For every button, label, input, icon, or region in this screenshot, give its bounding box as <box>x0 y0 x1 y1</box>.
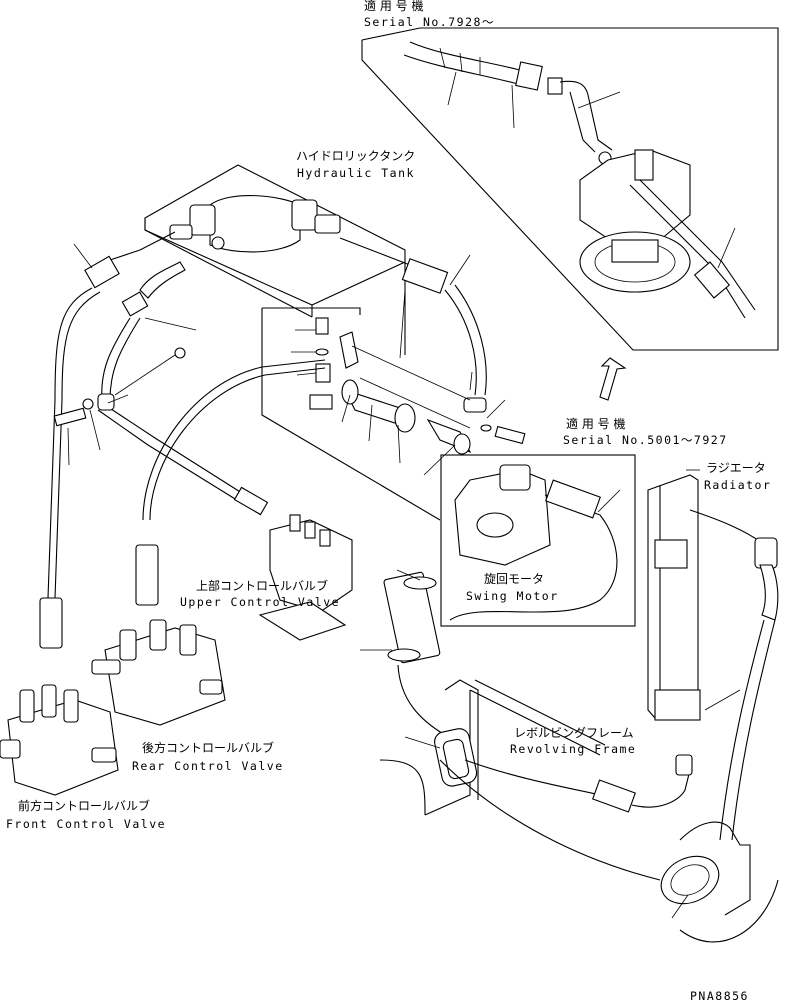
upper-cv-label-jp: 上部コントロールバルブ <box>196 578 328 593</box>
return-hose <box>360 569 446 736</box>
right-piping <box>339 237 487 396</box>
hydraulic-tank <box>144 164 406 355</box>
rear-control-valve <box>91 619 226 726</box>
swing-motor-label-jp: 旋回モータ <box>484 572 544 586</box>
front-control-valve <box>0 684 119 796</box>
serial-arrow <box>599 357 627 401</box>
serial-top-jp: 適 用 号 機 <box>364 0 423 13</box>
radiator-label-jp: ラジエータ <box>706 461 766 475</box>
tank-label-jp: ハイドロリックタンク <box>296 149 415 163</box>
swing-motor-label-en: Swing Motor <box>466 589 559 603</box>
rear-cv-label-en: Rear Control Valve <box>132 759 284 773</box>
upper-control-valve <box>258 514 353 641</box>
upper-cv-label-en: Upper Control Valve <box>180 595 340 609</box>
bracket-assembly <box>261 307 526 521</box>
front-cv-label-jp: 前方コントロールバルブ <box>18 798 150 813</box>
revolving-frame <box>379 679 779 943</box>
rear-cv-label-jp: 後方コントロールバルブ <box>142 740 274 755</box>
radiator-label-en: Radiator <box>704 478 771 492</box>
serial-mid-jp: 適 用 号 機 <box>566 416 625 431</box>
drawing-code: PNA8856 <box>690 989 749 1003</box>
serial-top-en: Serial No.7928～ <box>364 15 495 29</box>
left-piping <box>39 231 326 649</box>
tank-label-en: Hydraulic Tank <box>297 166 415 180</box>
frame-label-jp: レボルビングフレーム <box>514 726 634 740</box>
swing-motor-box <box>440 454 636 627</box>
frame-label-en: Revolving Frame <box>510 742 636 756</box>
radiator-lower-leader <box>704 689 741 711</box>
front-cv-label-en: Front Control Valve <box>6 817 166 831</box>
radiator <box>647 474 779 841</box>
inset-detail-serial-7928 <box>361 27 779 351</box>
serial-mid-en: Serial No.5001～7927 <box>563 433 728 447</box>
